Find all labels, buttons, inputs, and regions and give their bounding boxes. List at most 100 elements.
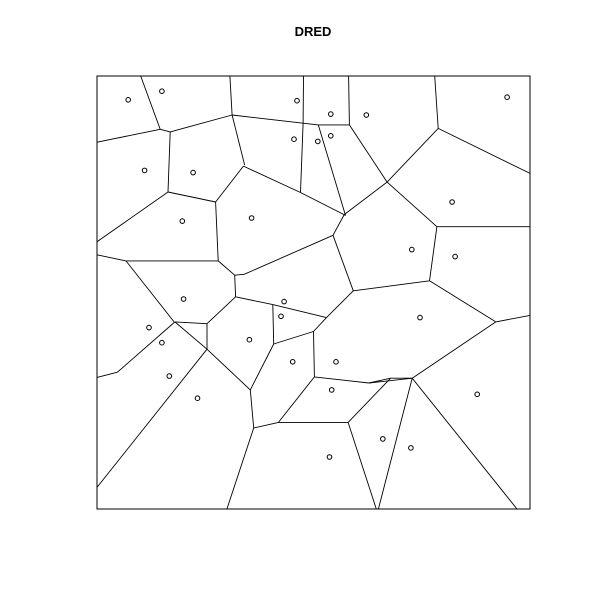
voronoi-edge	[434, 75, 439, 129]
chart-title: DRED	[295, 24, 332, 39]
voronoi-edge	[303, 122, 319, 126]
voronoi-edge	[243, 165, 301, 193]
voronoi-edge	[314, 376, 369, 384]
site-point	[180, 296, 187, 302]
voronoi-edge	[386, 181, 438, 228]
voronoi-edge	[253, 421, 279, 429]
site-points	[125, 88, 510, 460]
voronoi-edge	[140, 75, 161, 130]
site-point	[278, 313, 284, 320]
site-point	[326, 454, 333, 460]
voronoi-edge	[326, 290, 354, 318]
site-point	[474, 391, 481, 398]
site-point	[449, 199, 455, 205]
voronoi-edge	[386, 128, 439, 183]
voronoi-edge	[495, 314, 531, 323]
voronoi-edge	[278, 376, 315, 423]
voronoi-edge	[343, 214, 346, 216]
voronoi-edge	[348, 75, 350, 125]
voronoi-edge	[235, 296, 273, 306]
site-point	[146, 324, 152, 331]
voronoi-edge	[377, 378, 413, 510]
voronoi-edge	[234, 275, 237, 297]
site-point	[194, 395, 201, 402]
voronoi-edge	[411, 377, 518, 510]
site-point	[190, 169, 196, 176]
voronoi-edge	[117, 321, 176, 373]
voronoi-edge	[272, 304, 327, 319]
site-point	[159, 88, 165, 94]
site-point	[328, 133, 334, 139]
voronoi-edge	[332, 235, 354, 291]
voronoi-edge	[249, 343, 275, 391]
voronoi-edge	[244, 234, 334, 275]
voronoi-edge	[96, 371, 118, 378]
voronoi-edge	[272, 304, 275, 345]
voronoi-edge	[300, 123, 304, 193]
site-point	[408, 445, 414, 451]
voronoi-edge	[232, 114, 304, 124]
site-point	[333, 359, 339, 365]
voronoi-edge	[249, 389, 255, 429]
voronoi-edge	[96, 348, 208, 488]
site-point	[125, 97, 131, 103]
voronoi-edge	[438, 127, 531, 174]
voronoi-edge	[96, 254, 127, 262]
voronoi-edge	[332, 214, 345, 236]
voronoi-edge	[300, 192, 346, 216]
voronoi-edge	[206, 296, 236, 325]
voronoi-edge	[170, 114, 233, 133]
site-point	[281, 298, 287, 305]
site-point	[159, 339, 165, 346]
site-point	[328, 387, 335, 393]
voronoi-edge	[206, 348, 251, 391]
voronoi-edge	[125, 260, 175, 323]
site-point	[315, 138, 321, 145]
site-point	[380, 436, 386, 442]
site-point	[363, 112, 370, 118]
site-point	[504, 94, 510, 100]
voronoi-edge	[343, 181, 388, 215]
site-point	[328, 111, 334, 117]
voronoi-edge	[160, 128, 171, 133]
voronoi-edge	[167, 191, 216, 203]
voronoi-edge	[353, 280, 430, 292]
voronoi-edge	[174, 321, 208, 325]
site-point	[166, 373, 173, 379]
voronoi-edge	[215, 165, 244, 203]
voronoi-edge	[313, 317, 327, 332]
voronoi-edge	[231, 114, 246, 166]
site-point	[248, 215, 255, 221]
voronoi-edge	[167, 131, 171, 193]
voronoi-edge	[273, 331, 314, 345]
voronoi-edge	[234, 273, 245, 276]
site-point	[294, 97, 300, 104]
site-point	[246, 336, 253, 343]
voronoi-edge	[96, 191, 169, 243]
site-point	[452, 253, 458, 260]
voronoi-edge	[429, 280, 497, 323]
voronoi-edge	[429, 226, 438, 281]
voronoi-edge	[215, 201, 219, 261]
voronoi-edge	[368, 377, 413, 384]
voronoi-edge	[347, 422, 377, 510]
site-point	[141, 167, 148, 174]
site-point	[409, 246, 415, 253]
voronoi-edge	[347, 377, 391, 423]
site-point	[417, 314, 423, 321]
voronoi-edge	[96, 128, 161, 143]
voronoi-edge	[368, 377, 391, 384]
voronoi-edge	[349, 124, 388, 183]
voronoi-edge	[317, 124, 346, 216]
voronoi-edge	[313, 331, 315, 377]
site-point	[289, 359, 296, 365]
site-point	[179, 218, 186, 224]
voronoi-edge	[226, 427, 255, 510]
site-point	[291, 136, 297, 142]
voronoi-edge	[229, 75, 233, 116]
plot-frame	[96, 75, 531, 510]
voronoi-edges	[96, 75, 531, 510]
voronoi-edge	[217, 260, 235, 276]
voronoi-edge	[174, 321, 208, 350]
